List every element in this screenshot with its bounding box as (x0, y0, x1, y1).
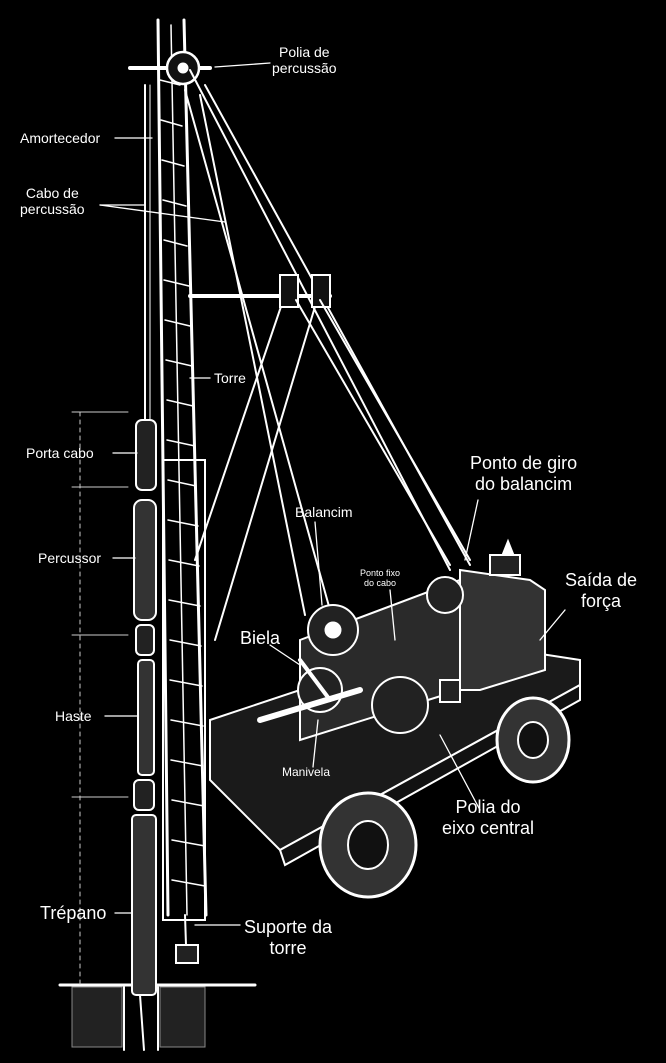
label-cabo-percussao-line1: Cabo de (25, 185, 79, 201)
label-suporte-torre-line1: Suporte da (244, 917, 333, 937)
label-torre: Torre (214, 370, 246, 386)
label-suporte-torre: Suporte da torre (244, 917, 332, 958)
label-polia-eixo: Polia do eixo central (442, 797, 534, 838)
label-saida-forca-line1: Saída de (565, 570, 638, 590)
leader-lines (99, 62, 566, 926)
label-polia-eixo-line1: Polia do (455, 797, 521, 817)
label-manivela: Manivela (282, 765, 331, 779)
drill-string (131, 84, 157, 1051)
label-ponto-fixo-line1: Ponto fixo (360, 568, 401, 578)
ground-well (58, 983, 257, 1051)
tower-mast (128, 18, 212, 964)
label-ponto-fixo-line2: do cabo (364, 578, 397, 589)
label-ponto-giro: Ponto de giro do balancim (470, 453, 577, 494)
label-biela: Biela (240, 628, 281, 648)
label-percussor: Percussor (38, 550, 102, 566)
wheels (318, 696, 571, 899)
label-polia-percussao: Polia de percussão (272, 44, 337, 76)
label-polia-eixo-line2: eixo central (442, 817, 535, 838)
label-amortecedor: Amortecedor (20, 130, 101, 146)
label-balancim: Balancim (295, 504, 353, 520)
label-saida-forca: Saída de força (565, 570, 637, 611)
label-cabo-percussao: Cabo de percussão (20, 185, 85, 217)
label-trepano: Trépano (40, 903, 107, 923)
label-suporte-torre-line2: torre (269, 937, 307, 958)
dimension-line (71, 411, 129, 986)
label-ponto-giro-line2: do balancim (475, 473, 573, 494)
label-porta-cabo: Porta cabo (26, 445, 94, 461)
label-polia-percussao-line1: Polia de (279, 44, 330, 60)
label-ponto-fixo: Ponto fixo do cabo (360, 568, 400, 589)
label-ponto-giro-line1: Ponto de giro (470, 453, 578, 473)
guy-cables (184, 69, 471, 641)
label-polia-percussao-line2: percussão (272, 60, 337, 77)
label-cabo-percussao-line2: percussão (20, 201, 85, 218)
label-haste: Haste (55, 708, 92, 724)
label-saida-forca-line2: força (581, 590, 622, 611)
